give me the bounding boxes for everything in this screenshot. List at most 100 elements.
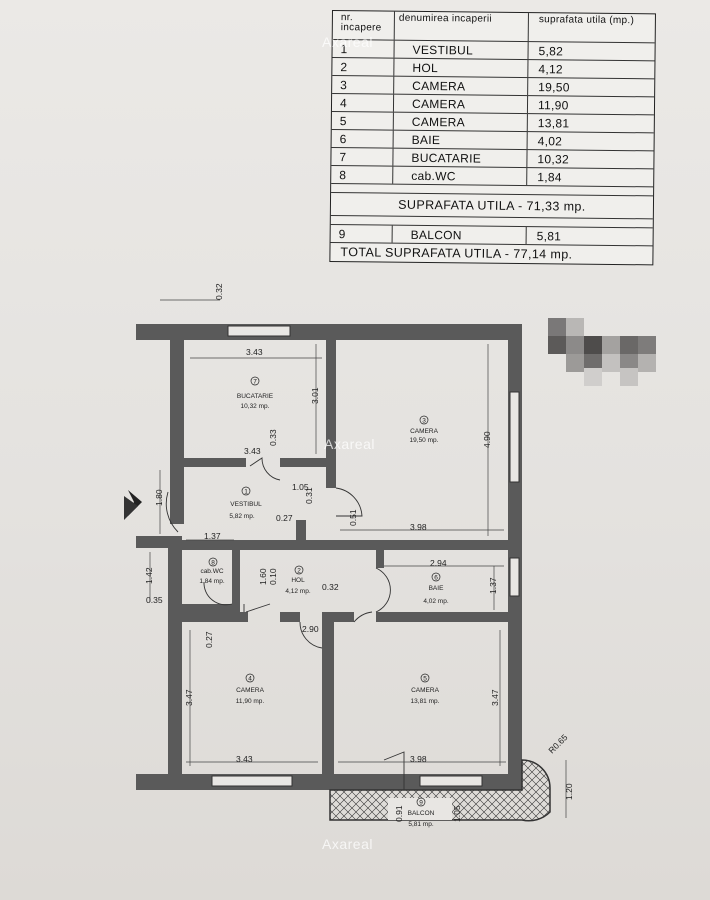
dim-label: 4.90 [482, 431, 492, 448]
dim-label: 1.20 [564, 783, 574, 800]
window-camera3 [509, 391, 520, 483]
dim-label: 0.27 [276, 513, 293, 523]
room-area: 10,32 mp. [241, 403, 270, 410]
door-camera3 [335, 487, 363, 517]
wall-left-lower [168, 548, 182, 788]
wall-kitchen-bottom-a [182, 458, 246, 467]
room-name: CAMERA [410, 428, 438, 435]
dim-label: 3.98 [410, 522, 427, 532]
entrance-arrow-icon [124, 496, 138, 520]
room-number: 2 [297, 568, 301, 575]
dim-label: 1.05 [452, 805, 462, 822]
window-camera5 [419, 775, 483, 787]
room-number: 9 [419, 800, 423, 807]
room-number: 6 [434, 575, 438, 582]
dim-label: 1.05 [292, 482, 309, 492]
room-name: VESTIBUL [230, 501, 262, 508]
wall-left-upper [170, 324, 184, 524]
dim-label: 2.90 [302, 624, 319, 634]
dim-label: 0.27 [204, 631, 214, 648]
door-camera5 [353, 611, 373, 623]
room-number: 8 [211, 560, 215, 567]
door-hol [243, 603, 271, 613]
dimension-lines [149, 299, 567, 818]
wall-entrance-stub [136, 536, 182, 548]
wall-kitchen-bottom-b [280, 458, 330, 467]
wall-baie-bottom [376, 612, 508, 622]
dim-label: 2.94 [430, 558, 447, 568]
door-camera4 [299, 621, 323, 649]
room-number: 4 [248, 676, 252, 683]
room-area: 5,82 mp. [229, 513, 254, 520]
dim-label: 3.98 [410, 754, 427, 764]
dim-label: 0.32 [322, 582, 339, 592]
room-name: CAMERA [411, 687, 439, 694]
dim-label: 0.10 [268, 568, 278, 585]
wall-cam4-top-a [182, 612, 248, 622]
dim-label: 0.32 [214, 283, 224, 300]
pixelated-redaction [548, 318, 656, 386]
wall-kitchen-camera [326, 340, 336, 488]
door-entrance [165, 491, 179, 533]
wall-cam4-top-b [280, 612, 300, 622]
room-area: 1,84 mp. [199, 578, 224, 585]
wall-baie-left [376, 550, 384, 568]
room-number: 7 [253, 379, 257, 386]
dim-label: 3.47 [184, 689, 194, 706]
room-number: 5 [423, 676, 427, 683]
dim-label: 1.37 [488, 577, 498, 594]
balcony-label-bg [388, 798, 452, 820]
dim-label: 3.47 [490, 689, 500, 706]
room-name: CAMERA [236, 687, 264, 694]
dim-label: 1.42 [144, 567, 154, 584]
dim-label: 1.80 [154, 489, 164, 506]
dim-label: 0.51 [348, 509, 358, 526]
door-balcon [383, 751, 405, 790]
wall-top [136, 324, 522, 340]
watermark: Axareal [324, 436, 375, 452]
room-number: 3 [422, 418, 426, 425]
window-kitchen [227, 325, 291, 337]
dim-label: 3.43 [236, 754, 253, 764]
dimension-labels: 0.32 3.43 3.01 3.43 0.33 4.90 3.98 1.80 … [144, 283, 574, 822]
room-area: 13,81 mp. [411, 698, 440, 705]
doors [165, 457, 405, 790]
dim-label: 0.91 [394, 805, 404, 822]
wall-cam5-top [334, 612, 354, 622]
dim-label: 3.43 [246, 347, 263, 357]
door-baie [375, 567, 391, 613]
room-name: cab.WC [200, 568, 223, 575]
room-name: BUCATARIE [237, 393, 274, 400]
room-area: 4,02 mp. [423, 598, 448, 605]
wall-wc-right [232, 550, 240, 612]
room-name: BALCON [408, 810, 435, 817]
window-baie [509, 557, 520, 597]
dim-label: R0.65 [546, 732, 569, 755]
room-number: 1 [244, 489, 248, 496]
window-camera4 [211, 775, 293, 787]
dim-label: 3.43 [244, 446, 261, 456]
room-area: 19,50 mp. [410, 437, 439, 444]
balcony [329, 759, 551, 822]
room-area: 11,90 mp. [236, 698, 265, 705]
watermark: Axareal [322, 836, 373, 852]
dim-label: 1.60 [258, 568, 268, 585]
wall-camera3-bottom [300, 540, 508, 550]
watermark: Axareal [322, 34, 373, 50]
door-kitchen [249, 457, 281, 481]
dim-label: 0.31 [304, 487, 314, 504]
windows [211, 325, 520, 787]
wall-cam4-cam5 [322, 612, 334, 776]
balcony-slab [329, 759, 551, 822]
walls [136, 324, 522, 790]
dim-label: 0.35 [146, 595, 163, 605]
dim-label: 1.37 [204, 531, 221, 541]
wall-vestibul-bottom [182, 540, 300, 550]
room-area: 4,12 mp. [285, 588, 310, 595]
dim-label: 0.33 [268, 429, 278, 446]
dim-label: 3.01 [310, 387, 320, 404]
wall-wc-bottom [182, 604, 238, 613]
room-name: HOL [291, 577, 305, 584]
room-area: 5,81 mp. [408, 821, 433, 828]
